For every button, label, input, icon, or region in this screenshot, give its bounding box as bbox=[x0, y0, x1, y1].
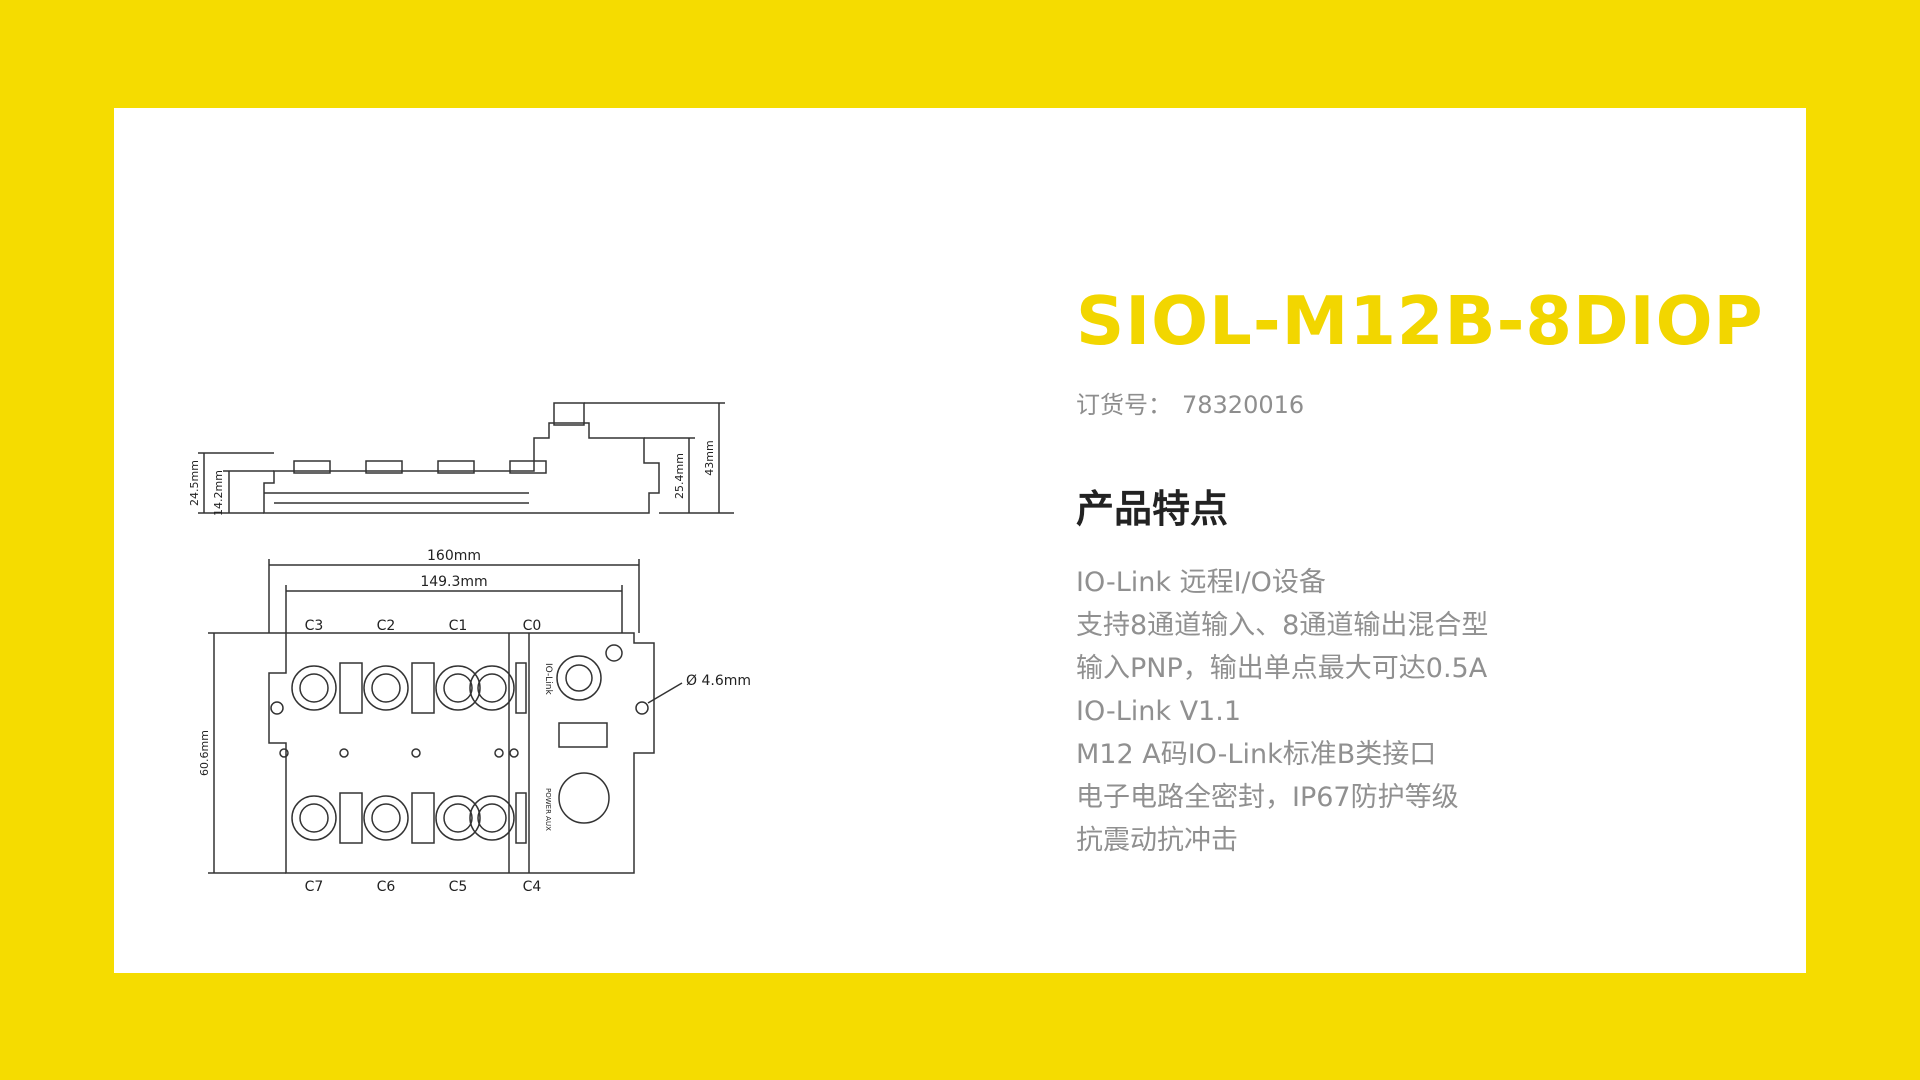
port-label-c2: C2 bbox=[377, 618, 396, 634]
dim-label-43: 43mm bbox=[703, 440, 716, 475]
side-port-cap bbox=[365, 460, 403, 474]
port-c0 bbox=[469, 665, 515, 711]
product-info: SIOL-M12B-8DIOP 订货号：78320016 产品特点 IO-Lin… bbox=[1076, 288, 1776, 862]
feature-item: IO-Link V1.1 bbox=[1076, 696, 1241, 727]
port-c7 bbox=[291, 795, 337, 841]
dim-label-160: 160mm bbox=[427, 548, 481, 564]
content-card: 24.5mm 14.2mm 25.4mm 43mm 160mm 149.3mm … bbox=[114, 108, 1806, 973]
side-port-cap bbox=[509, 460, 547, 474]
iolink-mark: IO-Link bbox=[543, 663, 553, 695]
mount-hole-left bbox=[270, 701, 284, 715]
power-mark: POWER AUX bbox=[544, 788, 552, 831]
dim-label-24: 24.5mm bbox=[188, 460, 201, 506]
dim-label-149: 149.3mm bbox=[420, 574, 487, 590]
feature-item: 电子电路全密封，IP67防护等级 bbox=[1076, 782, 1459, 813]
side-port-cap bbox=[293, 460, 331, 474]
dim-label-hole: Ø 4.6mm bbox=[686, 673, 751, 689]
feature-item: 支持8通道输入、8通道输出混合型 bbox=[1076, 610, 1489, 641]
side-connector bbox=[553, 402, 585, 426]
side-port-cap bbox=[437, 460, 475, 474]
top-view-outline bbox=[268, 632, 655, 874]
order-number-line: 订货号： 78320016 bbox=[1076, 385, 1776, 420]
feature-item: M12 A码IO-Link标准B类接口 bbox=[1076, 739, 1437, 770]
power-connector bbox=[558, 772, 610, 824]
port-label-c1: C1 bbox=[449, 618, 468, 634]
port-c1 bbox=[435, 665, 481, 711]
port-label-c6: C6 bbox=[377, 879, 396, 895]
features-list: IO-Link 远程I/O设备 支持8通道输入、8通道输出混合型 输入PNP，输… bbox=[1076, 561, 1776, 862]
feature-item: 抗震动抗冲击 bbox=[1076, 825, 1238, 856]
port-c5 bbox=[435, 795, 481, 841]
port-c4 bbox=[469, 795, 515, 841]
mount-hole-right bbox=[635, 701, 649, 715]
port-label-c7: C7 bbox=[305, 879, 324, 895]
product-title: SIOL-M12B-8DIOP bbox=[1076, 282, 1764, 360]
order-number: 78320016 bbox=[1182, 391, 1305, 419]
feature-item: IO-Link 远程I/O设备 bbox=[1076, 567, 1326, 598]
feature-item: 输入PNP，输出单点最大可达0.5A bbox=[1076, 653, 1488, 684]
port-label-c0: C0 bbox=[523, 618, 542, 634]
features-heading: 产品特点 bbox=[1076, 487, 1229, 531]
order-label: 订货号： bbox=[1076, 391, 1172, 419]
side-view-outline bbox=[263, 422, 660, 514]
dim-label-25: 25.4mm bbox=[673, 453, 686, 499]
port-c2 bbox=[363, 665, 409, 711]
port-label-c4: C4 bbox=[523, 879, 542, 895]
port-c3 bbox=[291, 665, 337, 711]
iolink-connector bbox=[556, 655, 602, 701]
port-c6 bbox=[363, 795, 409, 841]
dimension-drawing-svg: 24.5mm 14.2mm 25.4mm 43mm 160mm 149.3mm … bbox=[188, 402, 751, 895]
port-label-c3: C3 bbox=[305, 618, 324, 634]
dim-label-60: 60.6mm bbox=[198, 730, 211, 776]
port-label-c5: C5 bbox=[449, 879, 468, 895]
dim-label-14: 14.2mm bbox=[212, 470, 225, 516]
technical-drawing: 24.5mm 14.2mm 25.4mm 43mm 160mm 149.3mm … bbox=[174, 343, 934, 903]
label-window bbox=[558, 722, 608, 748]
